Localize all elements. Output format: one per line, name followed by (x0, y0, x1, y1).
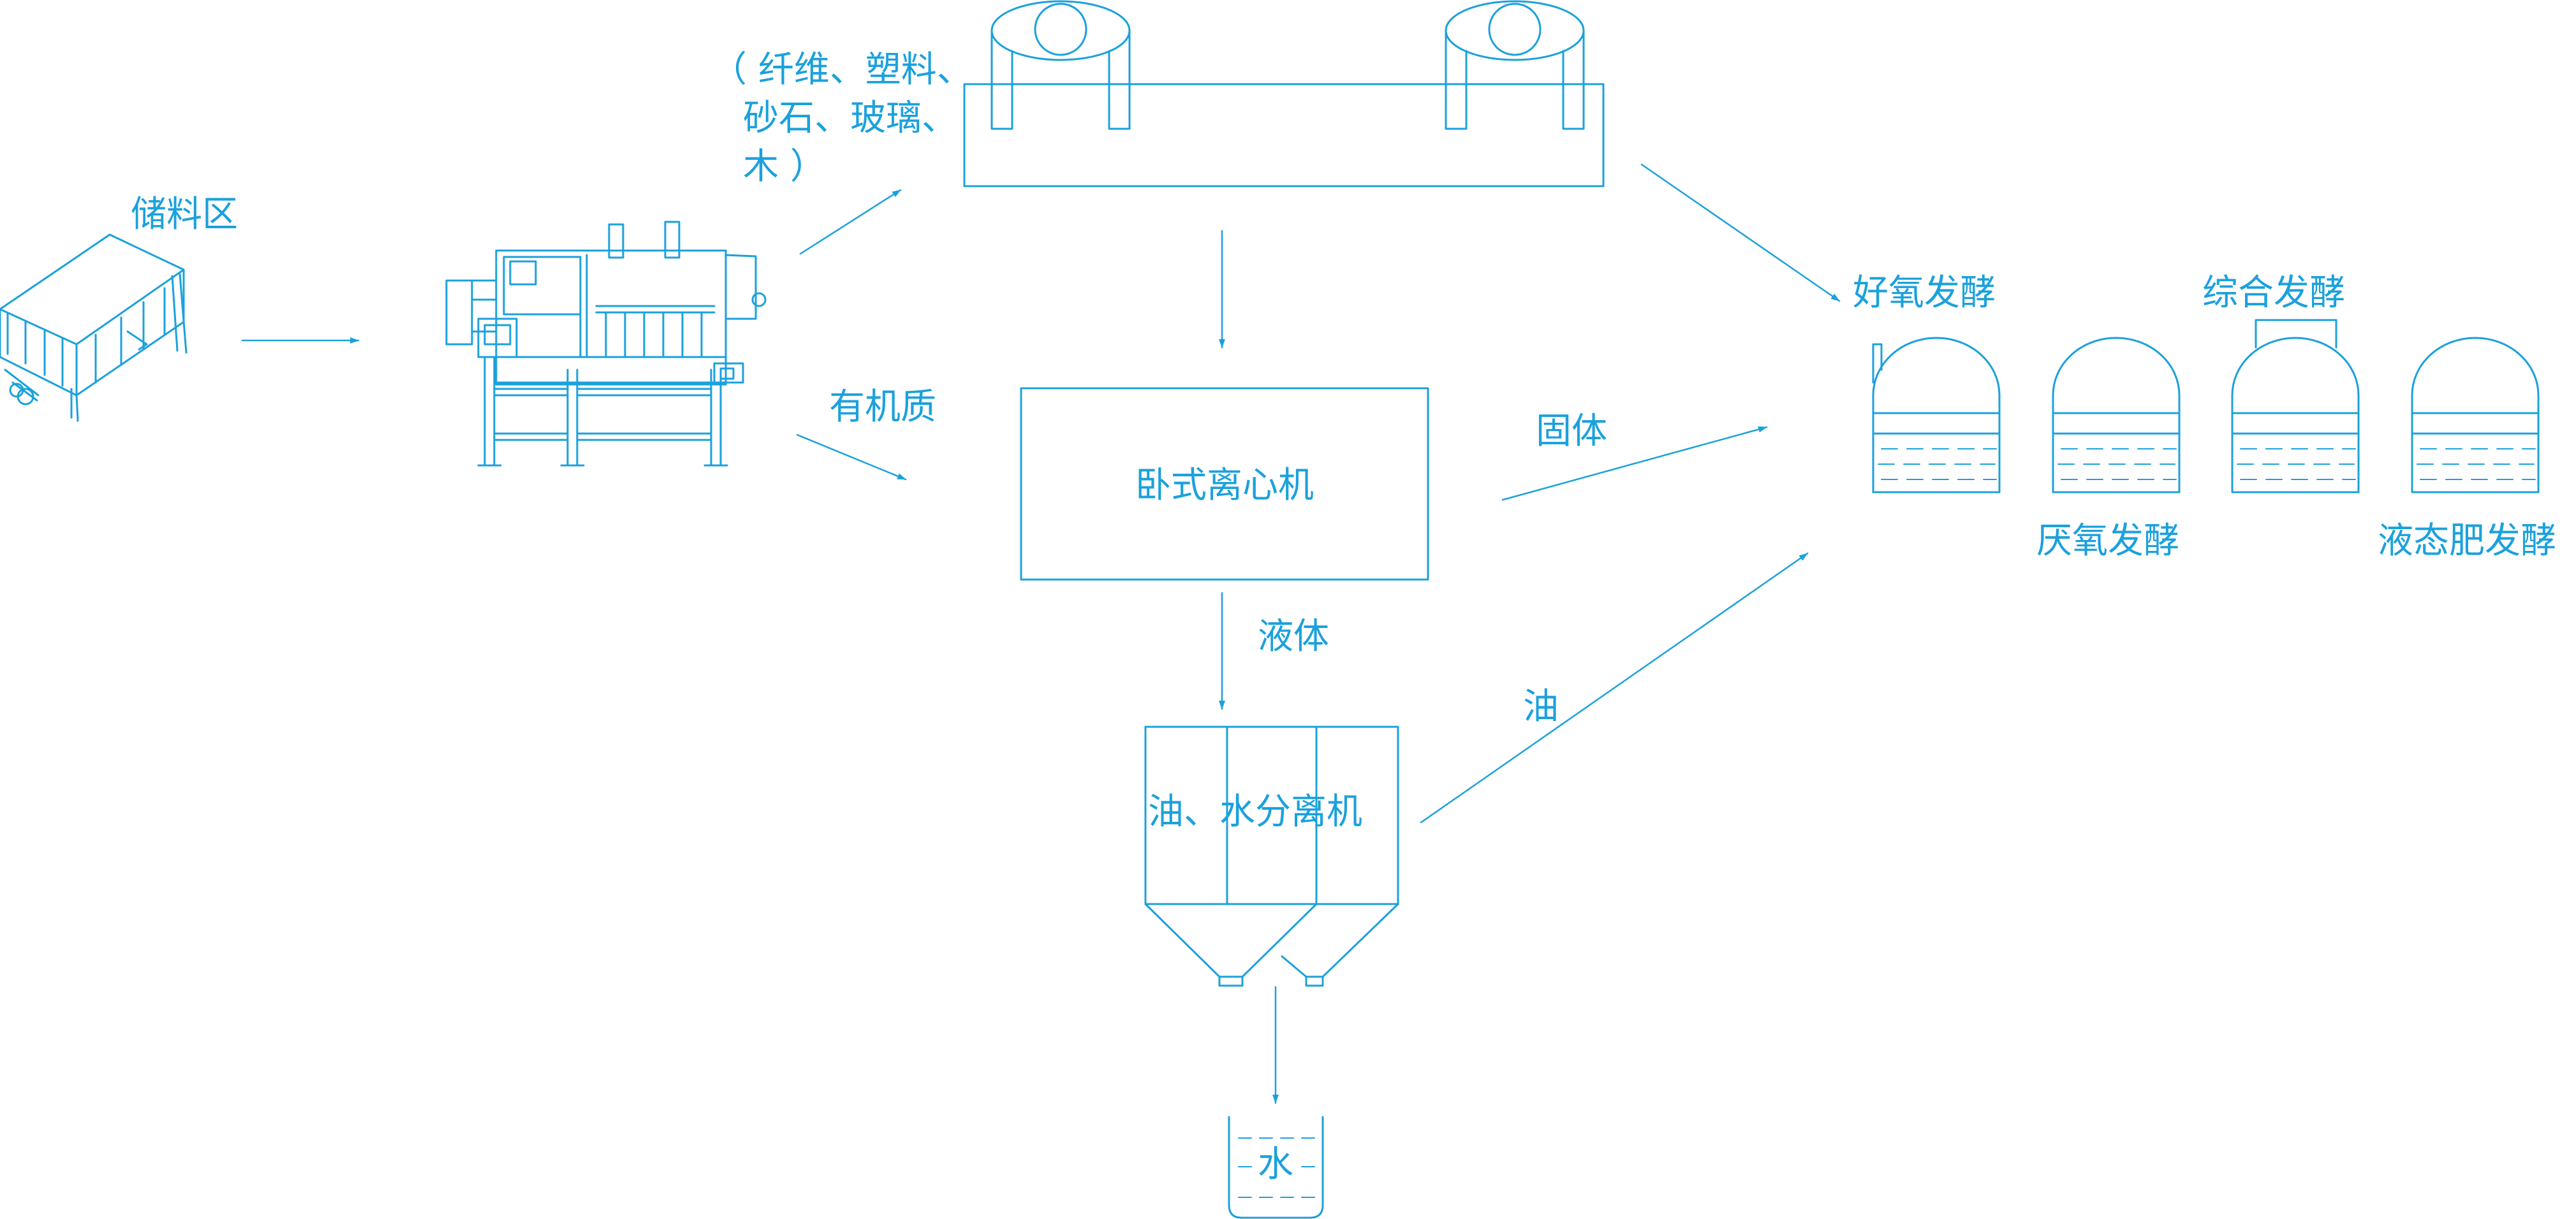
label-water: 水 (1258, 1144, 1293, 1185)
label-organic-matter: 有机质 (829, 386, 936, 428)
label-oil: 油 (1523, 686, 1559, 727)
label-solid: 固体 (1536, 411, 1607, 452)
integrated-tank-icon (2231, 319, 2360, 493)
flow-arrows (241, 163, 1841, 1104)
arrow-screening-to-fermentation (1640, 163, 1841, 302)
label-impurities-line3: 木 ） (743, 146, 826, 187)
anaerobic-tank-icon (2052, 337, 2181, 493)
storage-hopper-icon (0, 233, 188, 422)
label-impurities-line2: 砂石、玻璃、 (743, 98, 957, 139)
arrow-sorter-to-centrifuge (796, 434, 907, 481)
water-beaker-icon (1228, 1116, 1324, 1219)
sorting-machine-icon (445, 221, 767, 467)
liquid-fertilizer-tank-icon (2411, 337, 2540, 493)
centrifuge-box (1020, 387, 1429, 581)
label-centrifuge: 卧式离心机 (1135, 465, 1314, 506)
label-impurities-line1: （ 纤维、塑料、 (711, 49, 973, 91)
label-integrated: 综合发酵 (2202, 272, 2345, 314)
label-anaerobic: 厌氧发酵 (2036, 520, 2179, 562)
label-storage-area: 储料区 (131, 194, 238, 235)
arrow-sorter-to-screening (799, 189, 902, 255)
label-oil-water-separator: 油、水分离机 (1148, 791, 1362, 833)
arrow-centrifuge-to-fermentation (1501, 426, 1768, 501)
label-liquid-fertilizer: 液态肥发酵 (2378, 520, 2556, 562)
aerobic-tank-icon (1872, 337, 2001, 493)
label-liquid: 液体 (1258, 616, 1329, 657)
label-aerobic: 好氧发酵 (1853, 272, 1996, 314)
oil-water-separator-icon (1144, 726, 1399, 987)
arrow-separator-to-fermentation (1420, 552, 1809, 824)
screening-equipment-icon (963, 0, 1605, 187)
